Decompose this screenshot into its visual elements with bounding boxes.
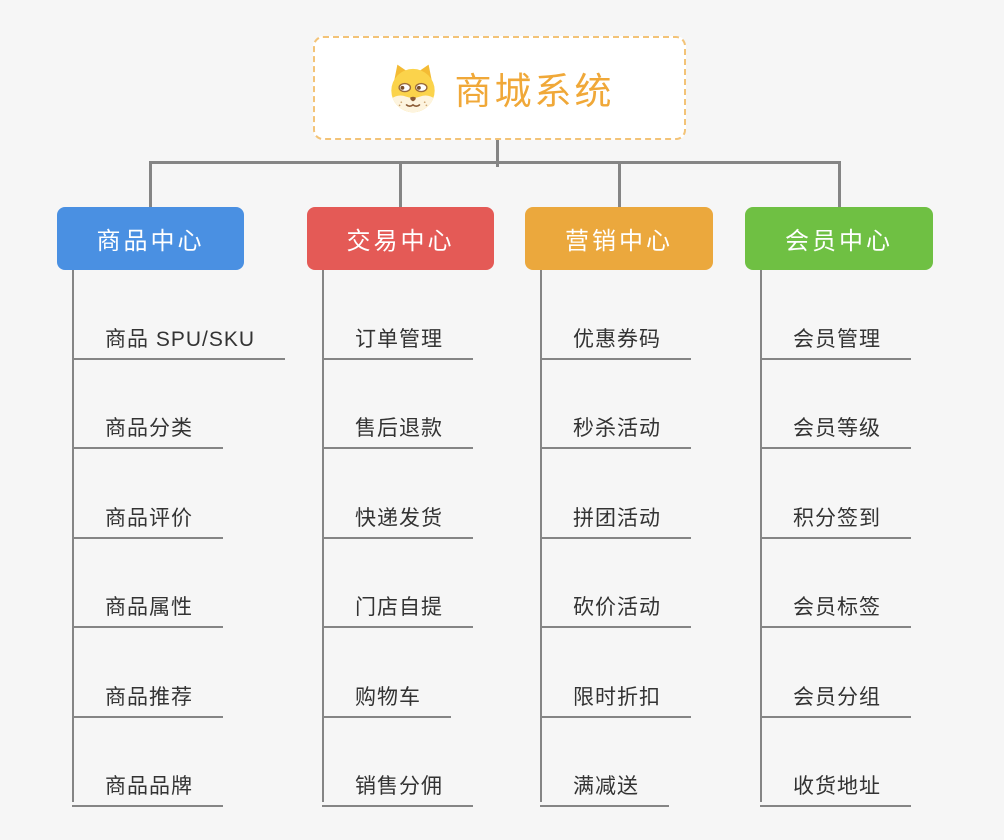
- leaf-item[interactable]: 会员分组: [760, 669, 911, 718]
- shiba-dog-icon: [390, 64, 435, 113]
- leaf-item[interactable]: 秒杀活动: [540, 400, 691, 449]
- leaf-item[interactable]: 拼团活动: [540, 490, 691, 539]
- branch-node-marketing-center[interactable]: 营销中心: [525, 207, 713, 270]
- branch-label: 交易中心: [346, 228, 455, 255]
- branch-label: 商品中心: [96, 228, 205, 255]
- leaf-item[interactable]: 砍价活动: [540, 579, 691, 628]
- connector-trunk-marketing: [540, 270, 542, 802]
- leaf-item[interactable]: 商品 SPU/SKU: [72, 311, 286, 360]
- leaf-item[interactable]: 商品属性: [72, 579, 223, 628]
- branch-node-product-center[interactable]: 商品中心: [57, 207, 244, 270]
- branch-node-member-center[interactable]: 会员中心: [745, 207, 933, 270]
- connector-drop-marketing: [618, 161, 621, 207]
- root-node-mall-system[interactable]: 商城系统: [313, 36, 686, 140]
- leaf-item[interactable]: 售后退款: [322, 400, 473, 449]
- leaf-item[interactable]: 积分签到: [760, 490, 911, 539]
- leaf-item[interactable]: 订单管理: [322, 311, 473, 360]
- connector-trunk-trade: [322, 270, 324, 802]
- leaf-item[interactable]: 销售分佣: [322, 758, 473, 807]
- connector-drop-member: [838, 161, 841, 207]
- leaf-item[interactable]: 商品品牌: [72, 758, 223, 807]
- leaf-item[interactable]: 会员管理: [760, 311, 911, 360]
- leaf-item[interactable]: 门店自提: [322, 579, 473, 628]
- connector-trunk-product: [72, 270, 74, 802]
- leaf-item[interactable]: 快递发货: [322, 490, 473, 539]
- branch-label: 营销中心: [565, 228, 673, 255]
- leaf-item[interactable]: 收货地址: [760, 758, 911, 807]
- connector-drop-trade: [399, 161, 402, 207]
- connector-drop-product: [149, 161, 152, 207]
- branch-node-trade-center[interactable]: 交易中心: [307, 207, 494, 270]
- leaf-item[interactable]: 会员标签: [760, 579, 911, 628]
- leaf-item[interactable]: 购物车: [322, 669, 451, 718]
- leaf-item[interactable]: 商品推荐: [72, 669, 223, 718]
- connector-root-stub: [496, 138, 499, 167]
- connector-trunk-member: [760, 270, 762, 802]
- leaf-item[interactable]: 满减送: [540, 758, 669, 807]
- branch-label: 会员中心: [785, 228, 893, 255]
- leaf-item[interactable]: 会员等级: [760, 400, 911, 449]
- leaf-item[interactable]: 商品分类: [72, 400, 223, 449]
- leaf-item[interactable]: 商品评价: [72, 490, 223, 539]
- connector-horizontal: [149, 161, 841, 164]
- leaf-item[interactable]: 优惠券码: [540, 311, 691, 360]
- leaf-item[interactable]: 限时折扣: [540, 669, 691, 718]
- root-title: 商城系统: [454, 71, 615, 112]
